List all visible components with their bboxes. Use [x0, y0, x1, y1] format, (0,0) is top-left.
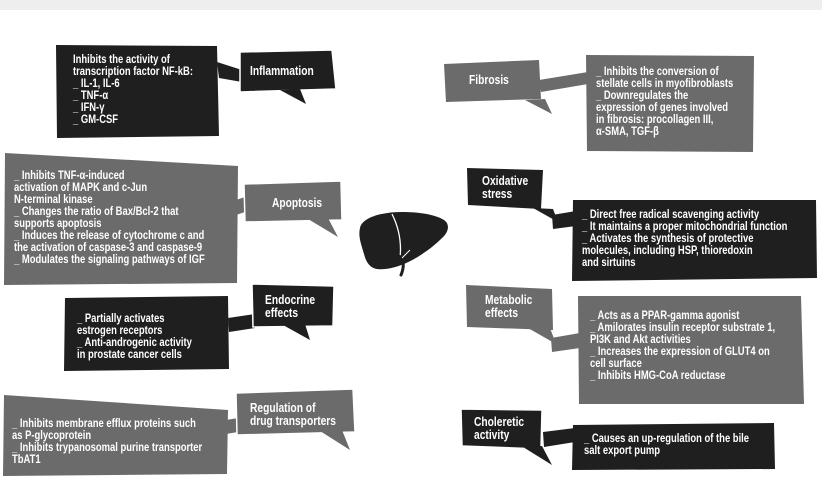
- detail-line: as P-glycoprotein: [12, 430, 202, 442]
- detail-line: _ Causes an up-regulation of the bile: [584, 433, 749, 445]
- endocrine-details: _ Partially activates estrogen receptors…: [77, 313, 192, 361]
- fibrosis-label-line: Fibrosis: [469, 74, 509, 87]
- drug-transporters-pointer: [320, 430, 350, 450]
- detail-line: _ It maintains a proper mitochondrial fu…: [582, 221, 787, 233]
- detail-line: _ Downregulates the: [596, 90, 733, 102]
- detail-line: supports apoptosis: [14, 218, 205, 230]
- detail-line: and sirtuins: [582, 257, 787, 269]
- detail-line: _ Anti-androgenic activity: [77, 337, 192, 349]
- choleretic-label: Choleretic activity: [474, 416, 524, 442]
- detail-line: estrogen receptors: [77, 325, 192, 337]
- inflammation-details: Inhibits the activity of transcription f…: [73, 54, 193, 126]
- metabolic-details: _ Acts as a PPAR-gamma agonist _ Amilora…: [590, 310, 775, 382]
- liver-icon: [359, 212, 448, 275]
- detail-line: _ Direct free radical scavenging activit…: [582, 209, 787, 221]
- detail-line: Inhibits the activity of: [73, 54, 193, 66]
- detail-line: _ Inhibits the conversion of: [596, 66, 733, 78]
- fibrosis-pointer: [525, 99, 552, 114]
- fibrosis-connector: [539, 72, 588, 92]
- detail-line: in prostate cancer cells: [77, 349, 192, 361]
- metabolic-connector: [551, 333, 580, 352]
- inflammation-pointer: [280, 89, 306, 104]
- endocrine-label-line-2: effects: [265, 307, 315, 320]
- detail-line: _ Inhibits membrane efflux proteins such: [12, 418, 202, 430]
- detail-line: expression of genes involved: [596, 102, 733, 114]
- detail-line: in fibrosis: procollagen III,: [596, 114, 733, 126]
- drug-transporters-label: Regulation of drug transporters: [250, 402, 336, 428]
- detail-line: salt export pump: [584, 445, 749, 457]
- detail-line: _ Inhibits HMG-CoA reductase: [590, 370, 775, 382]
- detail-line: activation of MAPK and c-Jun: [14, 182, 205, 194]
- detail-line: cell surface: [590, 358, 775, 370]
- endocrine-connector: [228, 314, 255, 332]
- detail-line: the activation of caspase-3 and caspase-…: [14, 242, 205, 254]
- detail-line: stellate cells in myofibroblasts: [596, 78, 733, 90]
- choleretic-connector: [543, 428, 575, 447]
- drug-transporters-label-line-2: drug transporters: [250, 415, 336, 428]
- detail-line: _ Inhibits TNF-α-induced: [14, 170, 205, 182]
- detail-line: PI3K and Akt activities: [590, 334, 775, 346]
- detail-line: _ Increases the expression of GLUT4 on: [590, 346, 775, 358]
- detail-line: _ Acts as a PPAR-gamma agonist: [590, 310, 775, 322]
- detail-line: _ Modulates the signaling pathways of IG…: [14, 254, 205, 266]
- metabolic-label: Metabolic effects: [485, 294, 532, 320]
- detail-line: _ Amilorates insulin receptor substrate …: [590, 322, 775, 334]
- endocrine-label: Endocrine effects: [265, 294, 315, 320]
- oxidative-stress-details: _ Direct free radical scavenging activit…: [582, 209, 787, 269]
- inflammation-connector: [217, 62, 242, 82]
- drug-transporters-details: _ Inhibits membrane efflux proteins such…: [12, 418, 202, 466]
- apoptosis-label: Apoptosis: [272, 197, 322, 210]
- detail-line: _ GM-CSF: [73, 114, 193, 126]
- detail-line: _ TNF-α: [73, 90, 193, 102]
- fibrosis-label: Fibrosis: [469, 74, 509, 87]
- detail-line: α-SMA, TGF-β: [596, 126, 733, 138]
- detail-line: _ Inhibits trypanosomal purine transport…: [12, 442, 202, 454]
- detail-line: _ Partially activates: [77, 313, 192, 325]
- detail-line: _ Changes the ratio of Bax/Bcl-2 that: [14, 206, 205, 218]
- detail-line: TbAT1: [12, 454, 202, 466]
- oxidative-stress-label-line-2: stress: [482, 188, 528, 201]
- top-strip: [0, 0, 822, 10]
- choleretic-details: _ Causes an up-regulation of the bile sa…: [584, 433, 749, 457]
- inflammation-label: Inflammation: [250, 65, 314, 78]
- detail-line: molecules, including HSP, thioredoxin: [582, 245, 787, 257]
- apoptosis-details: _ Inhibits TNF-α-induced activation of M…: [14, 170, 205, 266]
- detail-line: _ Activates the synthesis of protective: [582, 233, 787, 245]
- choleretic-label-line-2: activity: [474, 429, 524, 442]
- detail-line: _ IL-1, IL-6: [73, 78, 193, 90]
- detail-line: _ IFN-γ: [73, 102, 193, 114]
- detail-line: _ Induces the release of cytochrome c an…: [14, 230, 205, 242]
- fibrosis-details: _ Inhibits the conversion of stellate ce…: [596, 66, 733, 138]
- apoptosis-label-line: Apoptosis: [272, 197, 322, 210]
- inflammation-label-line: Inflammation: [250, 65, 314, 78]
- detail-line: N-terminal kinase: [14, 194, 205, 206]
- choleretic-pointer: [523, 446, 552, 465]
- oxidative-stress-label: Oxidative stress: [482, 175, 528, 201]
- detail-line: transcription factor NF-kB:: [73, 66, 193, 78]
- oxidative-stress-connector: [552, 211, 576, 229]
- metabolic-label-line-2: effects: [485, 307, 532, 320]
